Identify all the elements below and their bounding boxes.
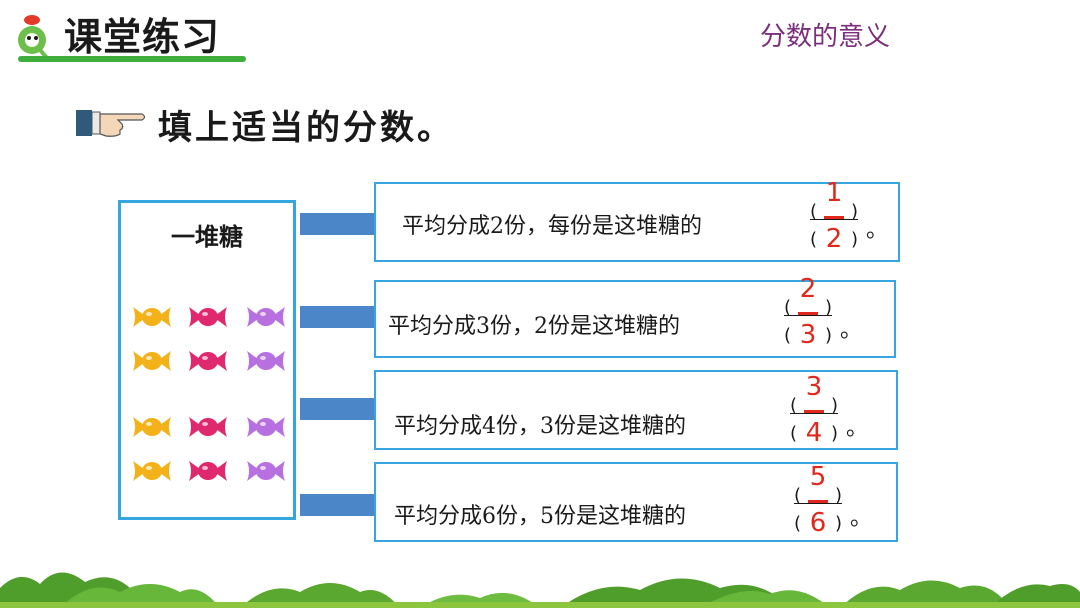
candy-pile-label: 一堆糖: [171, 222, 243, 251]
answer-box-3: 平均分成4份，3份是这堆糖的 3 4 () () 。: [374, 370, 898, 450]
fraction-answer: 2 3 () (): [780, 274, 836, 354]
connector-bar: [300, 398, 374, 420]
candy-icon: [133, 461, 171, 481]
candy-icon: [189, 307, 227, 327]
candy-icon: [247, 307, 285, 327]
answer-box-1: 平均分成2份，每份是这堆糖的 1 2 () () 。: [374, 178, 900, 262]
candy-icon: [189, 417, 227, 437]
fraction-answer: 1 2 () (): [806, 178, 862, 258]
answer-sentence: 平均分成2份，每份是这堆糖的: [402, 214, 702, 239]
candy-icon: [133, 351, 171, 371]
fraction-denominator: 6: [809, 508, 827, 538]
fraction-numerator: 3: [805, 372, 823, 402]
period: 。: [846, 416, 869, 441]
q-logo-icon: [18, 15, 49, 60]
connector-bar: [300, 494, 374, 516]
answer-box-2: 平均分成3份，2份是这堆糖的 2 3 () () 。: [374, 274, 896, 358]
candy-icon: [189, 461, 227, 481]
connector-bar: [300, 306, 374, 328]
page-title: 课堂练习: [64, 14, 221, 59]
instruction-text: 填上适当的分数。: [158, 108, 454, 148]
fraction-denominator: 2: [825, 224, 843, 254]
fraction-answer: 3 4 () (): [786, 372, 842, 452]
fraction-numerator: 5: [809, 462, 827, 492]
grass-decoration: [0, 572, 1080, 608]
topic-label: 分数的意义: [760, 22, 891, 52]
pointing-hand-icon: [76, 110, 146, 137]
fraction-numerator: 2: [799, 274, 817, 304]
candy-icon: [247, 461, 285, 481]
title-underline: [18, 56, 246, 62]
candy-icon: [133, 307, 171, 327]
candy-icon: [247, 351, 285, 371]
candy-icon: [247, 417, 285, 437]
answer-sentence: 平均分成6份，5份是这堆糖的: [394, 504, 686, 529]
fraction-numerator: 1: [825, 178, 843, 208]
answer-sentence: 平均分成4份，3份是这堆糖的: [394, 414, 686, 439]
answer-box-4: 平均分成6份，5份是这堆糖的 5 6 () () 。: [374, 462, 898, 542]
period: 。: [840, 318, 863, 343]
period: 。: [866, 218, 889, 243]
period: 。: [850, 506, 873, 531]
connector-bar: [300, 213, 374, 235]
fraction-denominator: 4: [805, 418, 823, 448]
fraction-answer: 5 6 () (): [790, 462, 846, 542]
fraction-denominator: 3: [799, 320, 817, 350]
candy-icon: [133, 417, 171, 437]
candy-icon: [189, 351, 227, 371]
answer-sentence: 平均分成3份，2份是这堆糖的: [388, 314, 680, 339]
candy-pile-box: 一堆糖: [118, 200, 296, 520]
